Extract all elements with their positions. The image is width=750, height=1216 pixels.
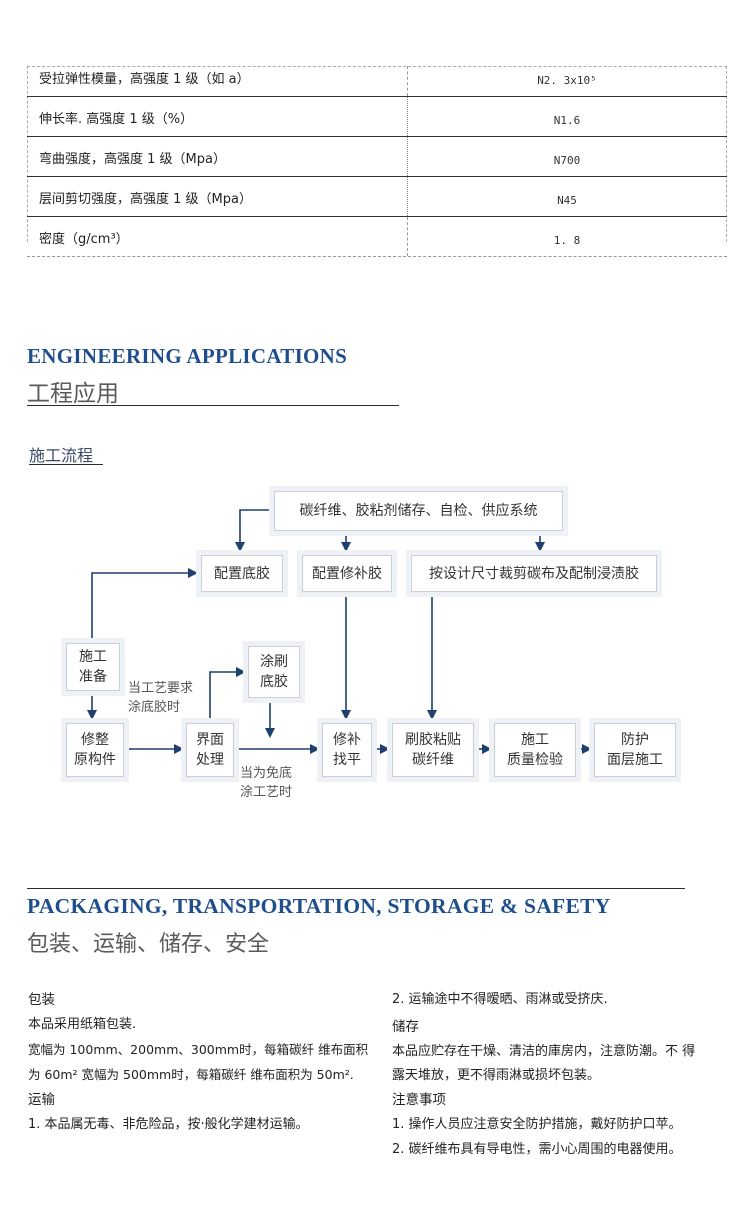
flow-label: 防护 bbox=[621, 732, 649, 748]
flow-label: 界面 bbox=[196, 732, 224, 748]
column-divider bbox=[407, 217, 408, 256]
flowchart-connectors bbox=[87, 509, 592, 754]
flow-box-interface: 界面处理 bbox=[186, 723, 234, 777]
storage-text: 露天堆放，更不得雨淋或损坏包装。 bbox=[392, 1068, 601, 1083]
spec-value: N45 bbox=[557, 194, 577, 207]
flow-label: 修整 bbox=[81, 732, 109, 748]
flow-label: 按设计尺寸裁剪碳布及配制浸渍胶 bbox=[429, 565, 639, 582]
flow-box-preparation: 施工准备 bbox=[66, 643, 120, 691]
spec-name: 伸长率. 高强度 1 级（%） bbox=[39, 112, 194, 127]
flow-box-putty: 配置修补胶 bbox=[302, 555, 392, 592]
transport-text: 2. 运输途中不得暧晒、雨淋或受挤庆. bbox=[392, 992, 608, 1007]
packaging-text: 为 60m² 宽幅为 500mm时，每箱碳纤 维布面积为 50m². bbox=[28, 1067, 354, 1082]
section-divider bbox=[27, 888, 685, 889]
column-divider bbox=[407, 97, 408, 136]
flow-label: 修补 bbox=[333, 732, 361, 748]
spec-name: 层间剪切强度，高强度 1 级（Mpa） bbox=[39, 192, 252, 207]
packaging-text: 本品采用纸箱包装. bbox=[28, 1017, 137, 1032]
flow-label: 涂刷 bbox=[260, 654, 288, 670]
spec-name: 密度（g/cm³） bbox=[39, 232, 129, 247]
note-line: 涂底胶时 bbox=[128, 700, 181, 715]
note-line: 当为免底 bbox=[240, 766, 293, 781]
flow-label: 刷胶粘贴 bbox=[405, 732, 461, 748]
table-row: 伸长率. 高强度 1 级（%） N1.6 bbox=[27, 97, 727, 137]
flow-label: 碳纤维 bbox=[412, 752, 454, 768]
spec-value: 1. 8 bbox=[553, 234, 581, 247]
packaging-title-en: PACKAGING, TRANSPORTATION, STORAGE & SAF… bbox=[27, 894, 611, 918]
flow-box-supply-system: 碳纤维、胶粘剂储存、自检、供应系统 bbox=[274, 491, 563, 531]
table-row: 受拉弹性模量，高强度 1 级（如 a） N2. 3x10⁵ bbox=[27, 66, 727, 97]
flow-box-repair-member: 修整原构件 bbox=[66, 723, 124, 777]
column-divider bbox=[407, 137, 408, 176]
spec-name: 弯曲强度，高强度 1 级（Mpa） bbox=[39, 152, 226, 167]
engineering-title-cn: 工程应用 bbox=[27, 381, 119, 407]
table-left-border bbox=[27, 66, 28, 242]
flow-label: 准备 bbox=[79, 669, 107, 685]
column-divider bbox=[407, 66, 408, 96]
flow-box-protection: 防护面层施工 bbox=[594, 723, 676, 777]
safety-text: 1. 操作人员应注意安全防护措施，戴好防护口苹。 bbox=[392, 1117, 682, 1132]
flow-box-primer: 配置底胶 bbox=[201, 555, 283, 592]
spec-table: 受拉弹性模量，高强度 1 级（如 a） N2. 3x10⁵ 伸长率. 高强度 1… bbox=[27, 66, 727, 257]
table-row: 弯曲强度，高强度 1 级（Mpa） N700 bbox=[27, 137, 727, 177]
flow-label: 底胶 bbox=[260, 674, 288, 690]
spec-value: N2. 3x10⁵ bbox=[537, 74, 597, 87]
table-right-border bbox=[726, 66, 727, 242]
flow-box-quality-check: 施工质量检验 bbox=[494, 723, 576, 777]
note-line: 涂工艺时 bbox=[240, 785, 293, 800]
safety-heading: 注意事项 bbox=[392, 1092, 446, 1108]
engineering-title-en: ENGINEERING APPLICATIONS bbox=[27, 344, 348, 368]
table-row: 层间剪切强度，高强度 1 级（Mpa） N45 bbox=[27, 177, 727, 217]
packaging-text: 宽幅为 100mm、200mm、300mm时，每箱碳纤 维布面积 bbox=[28, 1042, 369, 1057]
flow-box-paste-fiber: 刷胶粘贴碳纤维 bbox=[392, 723, 474, 777]
flow-label: 找平 bbox=[333, 752, 361, 768]
transport-text: 1. 本品属无毒、非危险品，按·般化学建材运输。 bbox=[28, 1117, 309, 1132]
packaging-title-cn: 包装、运输、储存、安全 bbox=[27, 932, 270, 957]
note-primer-required: 当工艺要求 涂底胶时 bbox=[128, 679, 193, 717]
flow-label: 质量检验 bbox=[507, 752, 563, 768]
transport-heading: 运输 bbox=[28, 1092, 55, 1108]
spec-value: N1.6 bbox=[553, 114, 581, 127]
flow-box-coat-primer: 涂刷底胶 bbox=[248, 646, 300, 698]
flow-label: 处理 bbox=[196, 752, 224, 768]
flow-box-cut-fabric: 按设计尺寸裁剪碳布及配制浸渍胶 bbox=[411, 555, 657, 592]
spec-name: 受拉弹性模量，高强度 1 级（如 a） bbox=[39, 72, 250, 87]
flow-label: 面层施工 bbox=[607, 752, 663, 768]
note-no-primer: 当为免底 涂工艺时 bbox=[240, 764, 292, 802]
flow-box-level: 修补找平 bbox=[322, 723, 372, 777]
storage-text: 本品应贮存在干燥、清洁的庫房内，注意防潮。不 得 bbox=[392, 1044, 696, 1059]
subhead-underline bbox=[29, 464, 103, 465]
table-top-border bbox=[27, 66, 727, 67]
flow-label: 施工 bbox=[79, 649, 107, 665]
storage-heading: 储存 bbox=[392, 1019, 419, 1035]
safety-text: 2. 碳纤维布具有导电性，需小心周围的电器使用。 bbox=[392, 1142, 682, 1157]
packaging-heading: 包装 bbox=[28, 992, 55, 1008]
section-divider bbox=[27, 405, 399, 406]
note-line: 当工艺要求 bbox=[128, 681, 194, 696]
flow-label: 配置修补胶 bbox=[312, 565, 382, 582]
flow-label: 原构件 bbox=[74, 752, 116, 768]
construction-process-heading: 施工流程 bbox=[29, 446, 94, 465]
flow-label: 碳纤维、胶粘剂储存、自检、供应系统 bbox=[299, 503, 538, 519]
column-divider bbox=[407, 177, 408, 216]
flow-label: 施工 bbox=[521, 732, 549, 748]
spec-value: N700 bbox=[553, 154, 581, 167]
table-row: 密度（g/cm³） 1. 8 bbox=[27, 217, 727, 257]
flow-label: 配置底胶 bbox=[214, 565, 270, 582]
